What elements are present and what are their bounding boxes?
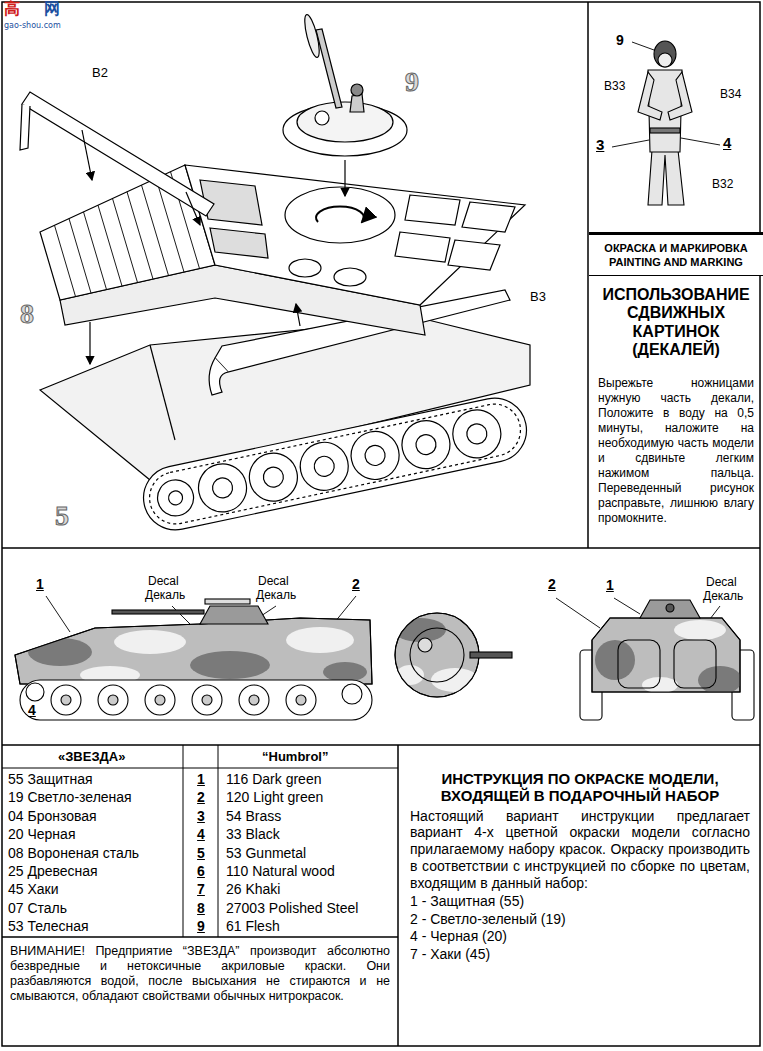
paint-number: 5 <box>190 845 212 861</box>
table-cell: 26 Khaki <box>226 881 280 897</box>
decal-panel: ИСПОЛЬЗОВАНИЕ СДВИЖНЫХ КАРТИНОК (ДЕКАЛЕЙ… <box>594 284 758 542</box>
warning-text: ВНИМАНИЕ! Предприятие “ЗВЕЗДА” производи… <box>10 944 390 1004</box>
step-number: 8 <box>20 298 34 330</box>
table-cell: 07 Сталь <box>8 900 67 916</box>
table-cell: 08 Вороненая сталь <box>8 845 139 861</box>
decal-label: Decal <box>706 576 737 590</box>
rear-view <box>580 600 754 720</box>
callout-number: 3 <box>596 136 604 153</box>
table-cell: 45 Хаки <box>8 881 59 897</box>
paint-number: 8 <box>190 900 212 916</box>
part-code: B32 <box>712 178 733 192</box>
table-cell: 33 Black <box>226 826 280 842</box>
paint-number: 1 <box>190 771 212 787</box>
table-cell: 110 Natural wood <box>226 863 335 879</box>
warning-box: ВНИМАНИЕ! Предприятие “ЗВЕЗДА” производи… <box>4 940 396 1040</box>
decal-label: Декаль <box>703 590 743 604</box>
callout-number: 1 <box>606 577 614 593</box>
callout-number: 2 <box>352 576 360 592</box>
paint-number: 6 <box>190 863 212 879</box>
panel-heading: ИНСТРУКЦИЯ ПО ОКРАСКЕ МОДЕЛИ, ВХОДЯЩЕЙ В… <box>410 770 750 805</box>
table-cell: 116 Dark green <box>226 771 321 787</box>
table-cell: 120 Light green <box>226 789 323 805</box>
table-header: “Humbrol” <box>262 750 328 765</box>
list-item: 1 - Защитная (55) <box>410 893 750 911</box>
watermark: gao-shou.com <box>4 21 61 30</box>
step-number: 9 <box>405 66 419 98</box>
turret-top-view <box>394 613 512 697</box>
callout-number: 2 <box>548 576 556 592</box>
part-code: B3 <box>530 290 546 305</box>
table-cell: 54 Brass <box>226 808 281 824</box>
instruction-panel: ИНСТРУКЦИЯ ПО ОКРАСКЕ МОДЕЛИ, ВХОДЯЩЕЙ В… <box>404 768 756 1030</box>
decal-label: Декаль <box>256 589 296 603</box>
watermark: 高 <box>4 0 20 18</box>
table-cell: 19 Светло-зеленая <box>8 789 132 805</box>
table-cell: 61 Flesh <box>226 918 280 934</box>
callout-number: 1 <box>36 576 44 592</box>
table-cell: 53 Gunmetal <box>226 845 306 861</box>
table-header: «ЗВЕЗДА» <box>58 750 125 765</box>
paint-number: 3 <box>190 808 212 824</box>
paint-number: 4 <box>190 826 212 842</box>
part-code: B34 <box>720 88 741 102</box>
part-code: B2 <box>92 66 108 81</box>
table-cell: 27003 Polished Steel <box>226 900 358 916</box>
band-heading: ОКРАСКА И МАРКИРОВКА <box>604 241 747 255</box>
crew-figure <box>638 41 692 205</box>
panel-heading: ИСПОЛЬЗОВАНИЕ СДВИЖНЫХ КАРТИНОК (ДЕКАЛЕЙ… <box>598 286 754 360</box>
panel-text: Настоящий вариант инструкции предлагает … <box>410 808 750 892</box>
step-number: 5 <box>55 500 69 532</box>
decal-label: Decal <box>258 575 289 589</box>
callout-number: 9 <box>616 32 624 48</box>
paint-number: 2 <box>190 789 212 805</box>
decal-label: Декаль <box>145 589 185 603</box>
paint-number: 7 <box>190 881 212 897</box>
callout-number: 4 <box>723 134 731 151</box>
list-item: 7 - Хаки (45) <box>410 946 750 964</box>
assembly-arrows <box>82 130 345 364</box>
side-view <box>15 599 372 720</box>
list-item: 2 - Светло-зеленый (19) <box>410 911 750 929</box>
paint-number: 9 <box>190 918 212 934</box>
band-heading: PAINTING AND MARKING <box>609 255 743 269</box>
table-cell: 53 Телесная <box>8 918 89 934</box>
list-item: 4 - Черная (20) <box>410 928 750 946</box>
table-cell: 20 Черная <box>8 826 75 842</box>
section-band: ОКРАСКА И МАРКИРОВКАPAINTING AND MARKING <box>589 232 763 276</box>
table-cell: 55 Защитная <box>8 771 93 787</box>
panel-text: Вырежьте ножницами нужную часть декали, … <box>598 376 754 526</box>
decal-label: Decal <box>148 575 179 589</box>
callout-number: 4 <box>28 702 36 718</box>
table-cell: 04 Бронзовая <box>8 808 97 824</box>
table-cell: 25 Древесная <box>8 863 98 879</box>
part-code: B33 <box>604 80 625 94</box>
exploded-view <box>20 13 532 535</box>
watermark: 网 <box>44 0 60 18</box>
